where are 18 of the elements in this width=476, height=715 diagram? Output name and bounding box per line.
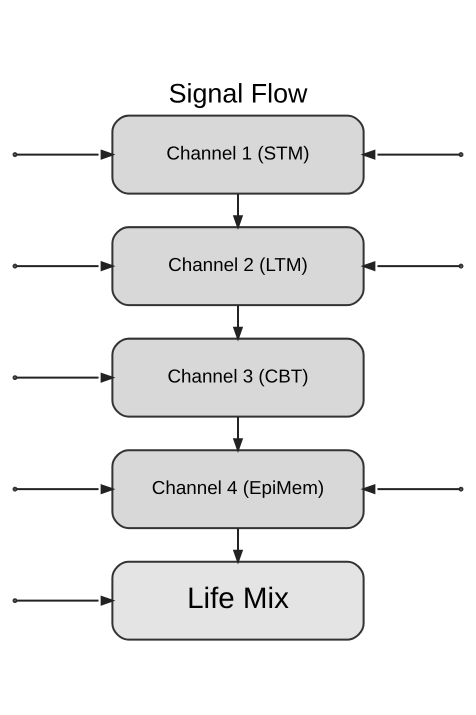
arrow (360, 149, 460, 160)
arrow (232, 417, 244, 453)
arrow (16, 149, 116, 160)
diagram-title: Signal Flow (168, 78, 308, 108)
arrow (232, 306, 244, 342)
arrow (16, 260, 116, 272)
node-box: Channel 3 (CBT) (111, 338, 365, 418)
arrow (360, 260, 460, 272)
arrow (16, 595, 116, 606)
arrow (16, 372, 116, 383)
node-box: Channel 2 (LTM) (111, 226, 365, 306)
node-box: Life Mix (111, 560, 365, 641)
node-box: Channel 4 (EpiMem) (111, 449, 365, 530)
node-box: Channel 1 (STM) (111, 114, 365, 195)
arrow (16, 484, 116, 494)
arrow (232, 528, 244, 565)
arrow (232, 194, 244, 230)
arrow (360, 484, 460, 494)
